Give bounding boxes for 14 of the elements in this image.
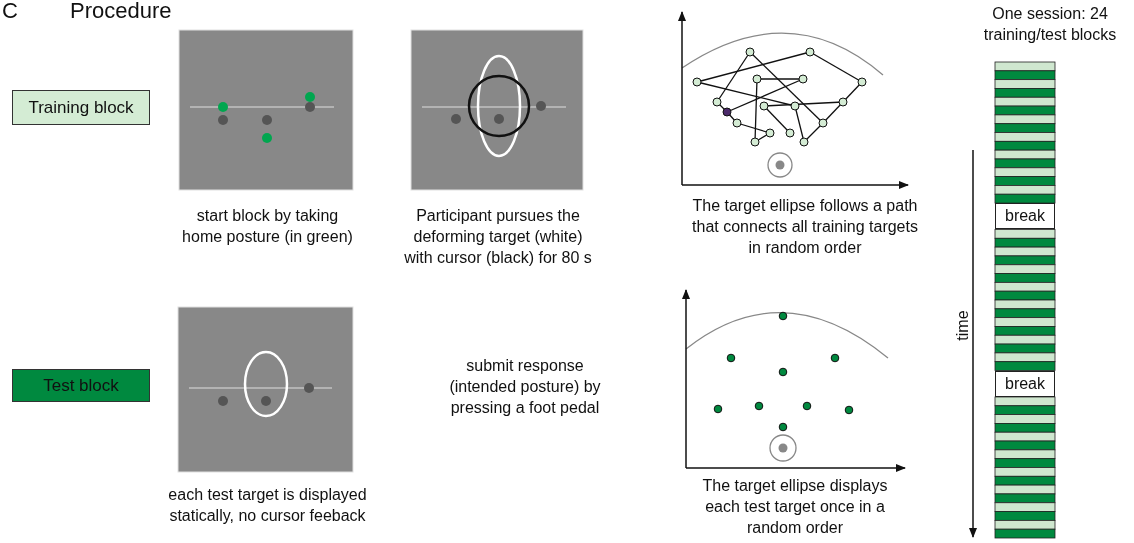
break-box: break bbox=[995, 370, 1055, 397]
caption: The target ellipse follows a path that connects all training targets in random order bbox=[691, 196, 919, 258]
test-block-box: Test block bbox=[12, 369, 150, 402]
panel-title: Procedure bbox=[70, 0, 173, 21]
caption: The target ellipse displays each test target once in a random order bbox=[701, 476, 889, 538]
training-block-box: Training block bbox=[12, 90, 150, 125]
caption: start block by taking home posture (in green) bbox=[181, 206, 354, 247]
caption: each test target is displayed statically, no cursor feeback bbox=[167, 485, 368, 526]
caption: submit response (intended posture) by pressing a foot pedal bbox=[448, 356, 602, 418]
panel-letter: C bbox=[2, 0, 19, 21]
caption: Participant pursues the deforming target (white) with cursor (black) for 80 s bbox=[403, 206, 593, 268]
caption: One session: 24 training/test blocks bbox=[982, 4, 1118, 45]
break-box: break bbox=[995, 203, 1055, 230]
axis-label: time bbox=[952, 309, 972, 343]
